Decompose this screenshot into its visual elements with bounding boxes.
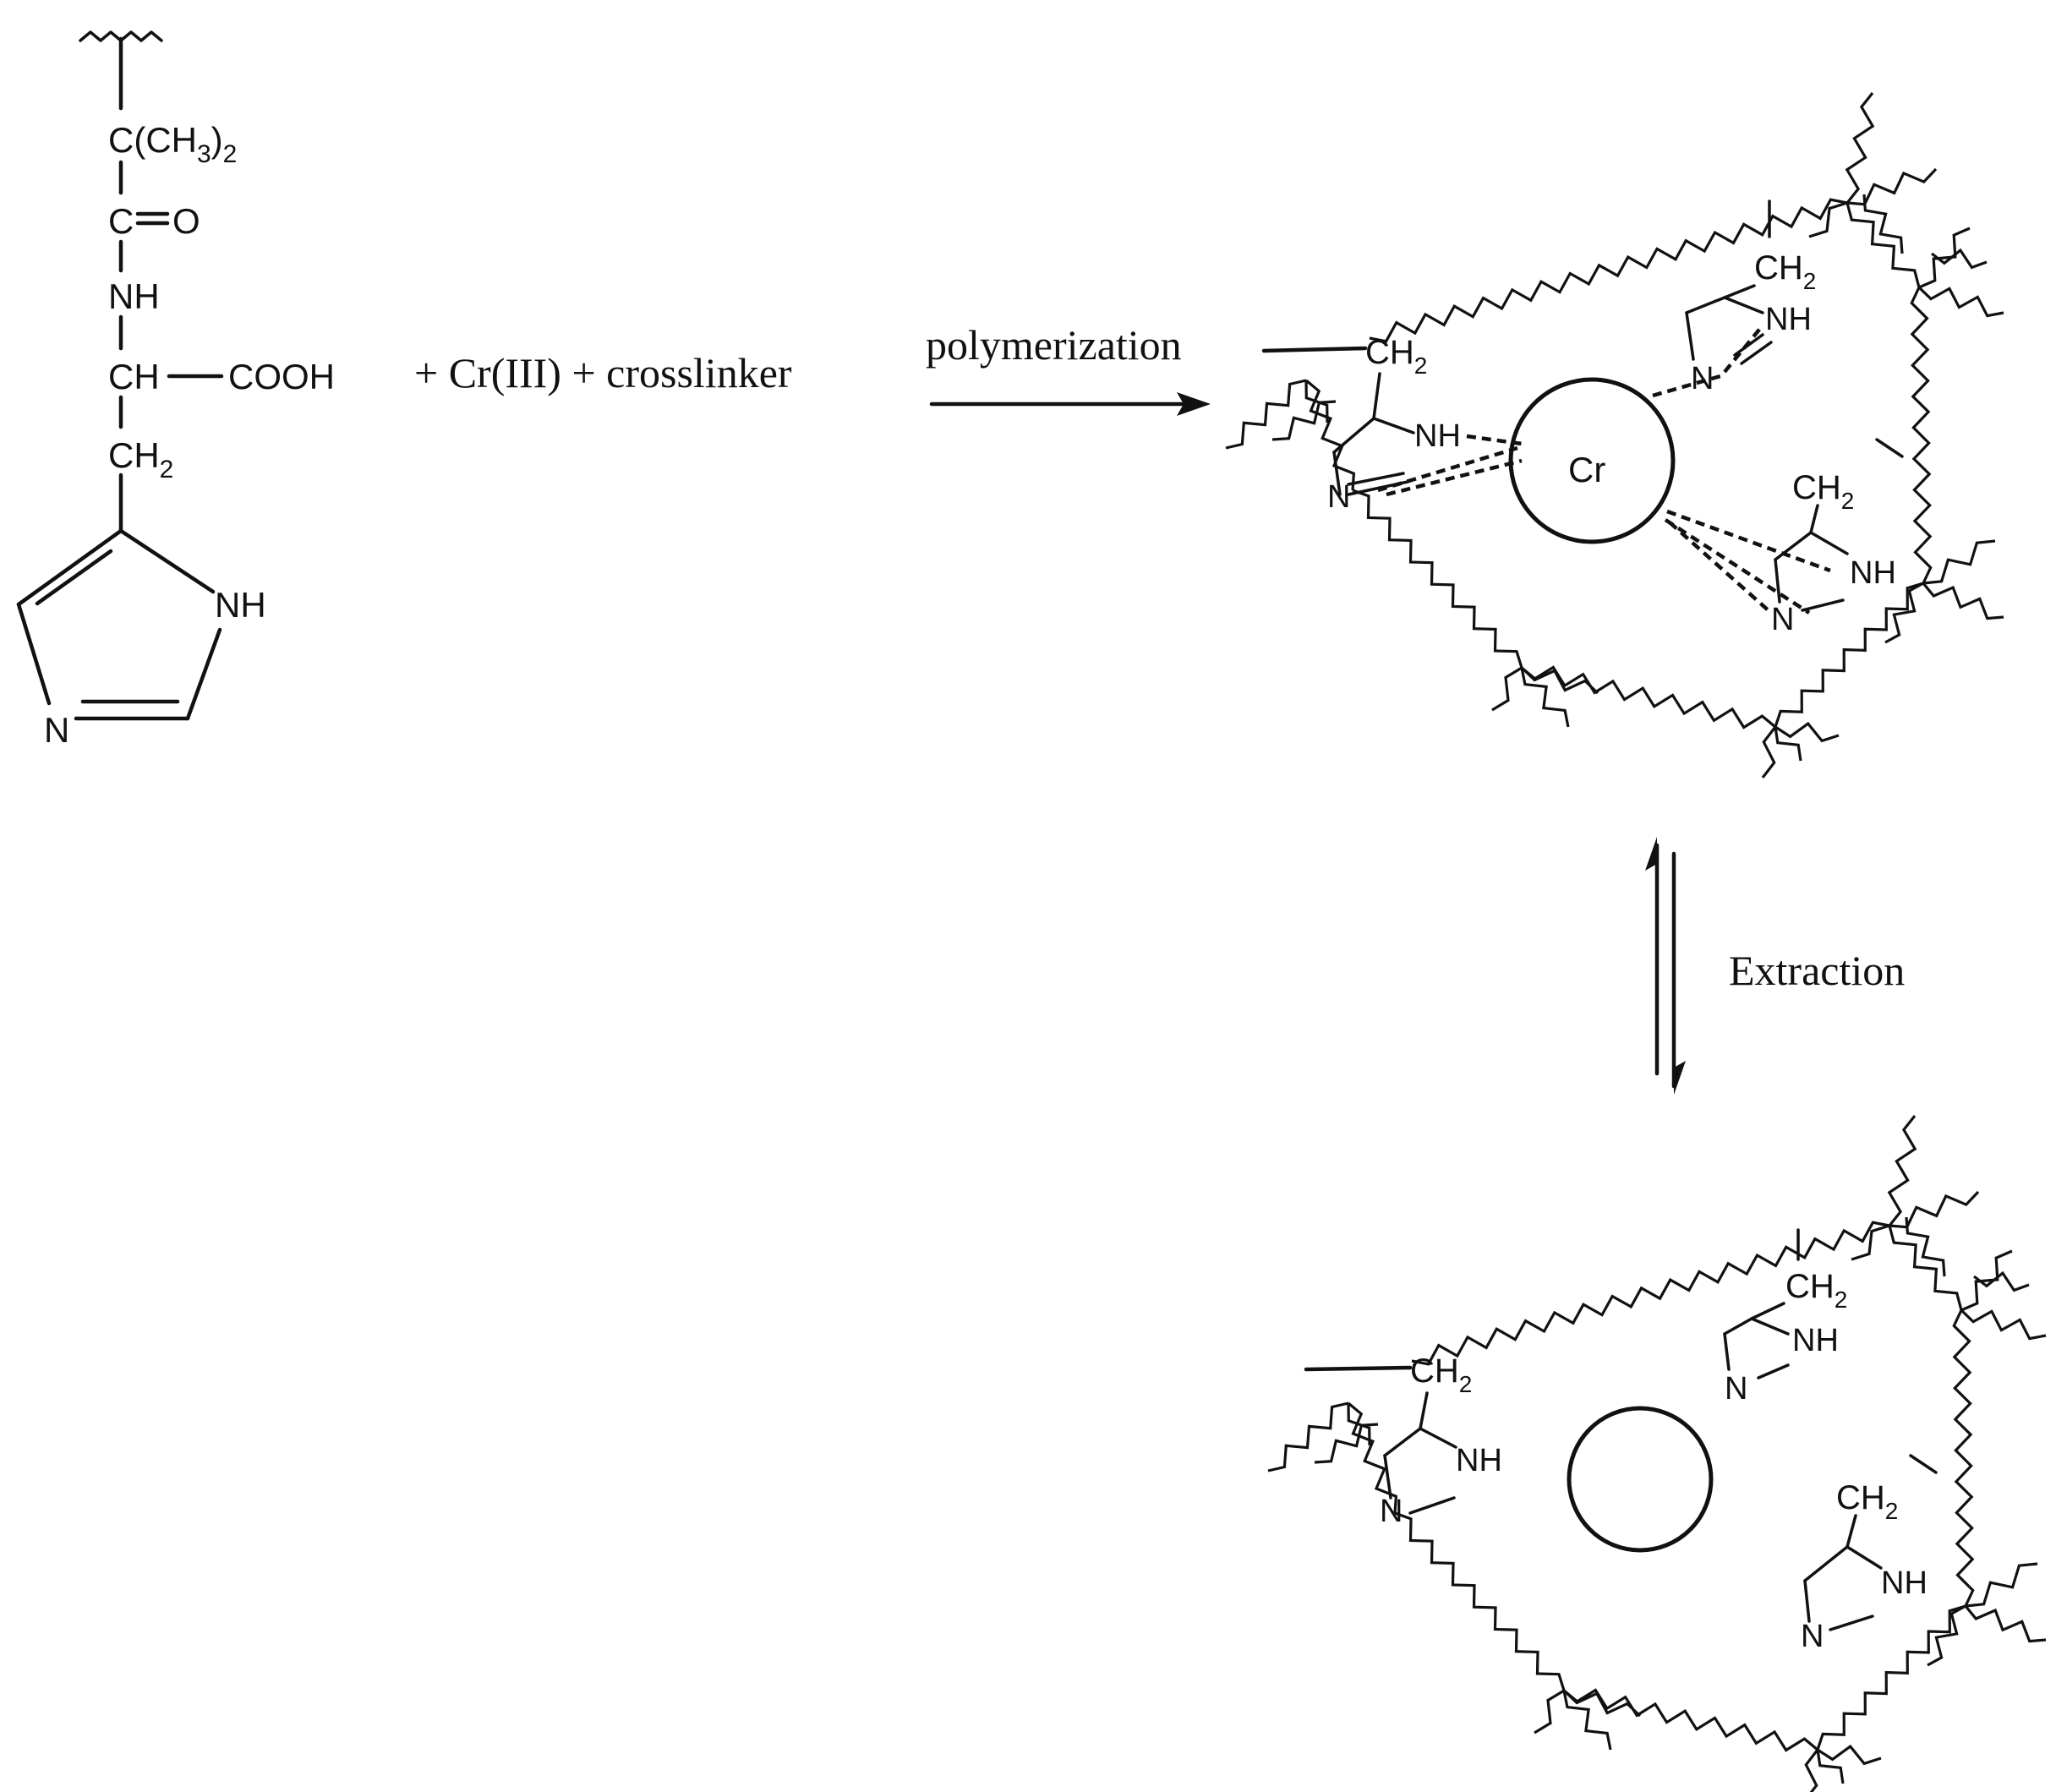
polymerization-arrow: polymerization [926, 321, 1211, 416]
nh-label-top-cavity: NH [1792, 1323, 1839, 1358]
ch2-label: CH2 [108, 435, 173, 484]
nh-label-left-cavity: NH [1456, 1443, 1502, 1478]
histidine-top: CH2 NH N [1652, 199, 1816, 398]
histidine-left: CH2 NH N [1261, 334, 1523, 515]
n-label-left: N [1327, 479, 1350, 515]
carbonyl-c-label: C [108, 201, 134, 241]
chromium-label: Cr [1568, 450, 1605, 489]
n-label-right-cavity: N [1801, 1619, 1824, 1654]
monomer-structure: C(CH3)2 C O NH CH COOH CH2 NH N [16, 30, 335, 750]
ch2-label-top-cavity: CH2 [1785, 1268, 1847, 1313]
ch2-label-right: CH2 [1792, 469, 1854, 514]
n-label-top-cavity: N [1725, 1371, 1747, 1407]
ring-n-label: N [44, 710, 69, 750]
nh-label-right: NH [1850, 555, 1896, 591]
n-label-left-cavity: N [1380, 1494, 1403, 1529]
polymer-network-imprinted [1225, 92, 2004, 779]
ring-nh-label: NH [215, 585, 266, 625]
ch2-label-left: CH2 [1365, 334, 1427, 379]
empty-cavity [1567, 1406, 1714, 1553]
imprinted-polymer: Cr CH2 NH N CH2 NH [1225, 92, 2004, 779]
ch2-label-right-cavity: CH2 [1836, 1479, 1898, 1524]
polymer-network-cavity [1267, 1115, 2047, 1792]
histidine-left-cavity: CH2 NH N [1304, 1352, 1502, 1529]
cooh-label: COOH [228, 357, 335, 396]
ch2-label-left-cavity: CH2 [1410, 1352, 1472, 1397]
equilibrium-arrows: Extraction [1645, 837, 1905, 1095]
histidine-right: CH2 NH N [1664, 438, 1904, 637]
cavity-polymer: CH2 NH N CH2 NH N CH2 [1267, 1115, 2047, 1792]
extraction-label: Extraction [1729, 947, 1905, 994]
nh-label-left: NH [1414, 418, 1461, 454]
n-label-right: N [1771, 602, 1794, 637]
alpha-ch-label: CH [108, 357, 160, 396]
histidine-right-cavity: CH2 NH N [1801, 1454, 1938, 1654]
chromium-ion [1508, 377, 1676, 544]
c-dimethyl-label: C(CH3)2 [108, 120, 237, 168]
carbonyl-o-label: O [172, 201, 200, 241]
n-label-top: N [1691, 361, 1714, 396]
polymerization-label: polymerization [926, 321, 1182, 369]
nh-label-top: NH [1765, 302, 1812, 337]
amide-nh-label: NH [108, 276, 160, 316]
ch2-label-top: CH2 [1754, 249, 1816, 294]
reagents-label: + Cr(III) + crosslinker [414, 349, 792, 396]
histidine-top-cavity: CH2 NH N [1723, 1228, 1847, 1407]
nh-label-right-cavity: NH [1881, 1565, 1928, 1601]
